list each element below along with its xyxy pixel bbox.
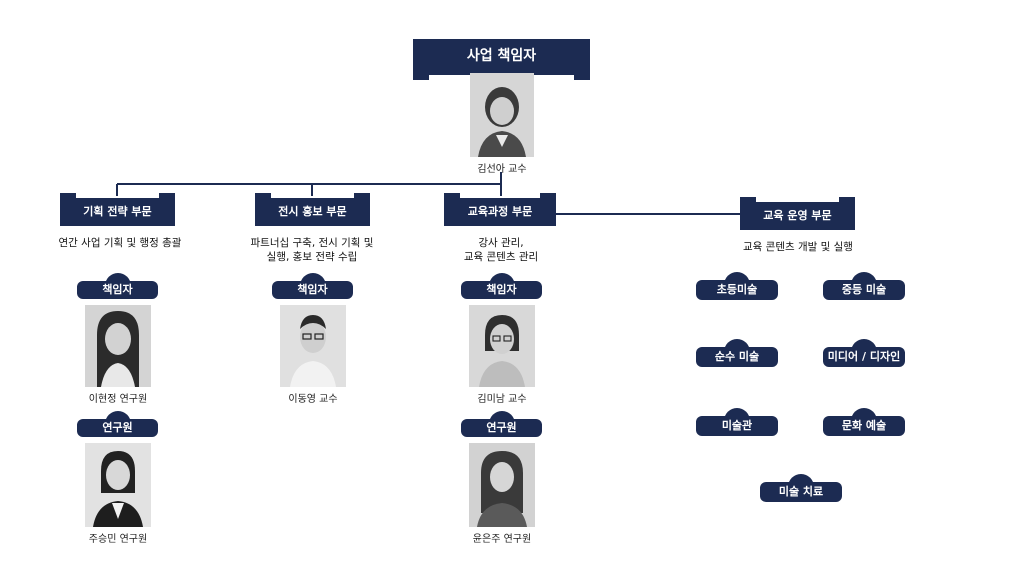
program-museum: 미술관 (696, 408, 778, 436)
dept-exhibition-header: 전시 홍보 부문 (255, 193, 370, 226)
program-media-design: 미디어 / 디자인 (823, 339, 905, 367)
planning-researcher-name: 주승민 연구원 (88, 534, 148, 545)
project-lead-name: 김선아 교수 (477, 164, 527, 175)
dept-curriculum-desc: 강사 관리, 교육 콘텐츠 관리 (463, 237, 539, 263)
dept-exhibition-desc: 파트너십 구축, 전시 기획 및 실행, 홍보 전략 수립 (250, 237, 374, 263)
program-culture-arts: 문화 예술 (823, 408, 905, 436)
curriculum-researcher-photo (469, 443, 535, 527)
project-lead-header: 사업 책임자 (413, 39, 590, 80)
planning-researcher-photo (85, 443, 151, 527)
program-secondary-art: 중등 미술 (823, 272, 905, 300)
program-fine-art: 순수 미술 (696, 339, 778, 367)
role-pill-planning-lead: 책임자 (77, 273, 158, 299)
role-pill-curriculum-researcher: 연구원 (461, 411, 542, 437)
planning-lead-photo (85, 305, 151, 387)
program-art-therapy: 미술 치료 (760, 474, 842, 502)
role-pill-curriculum-lead: 책임자 (461, 273, 542, 299)
dept-operation-header: 교육 운영 부문 (740, 197, 855, 230)
dept-planning-desc: 연간 사업 기획 및 행정 총괄 (58, 237, 182, 249)
dept-operation-desc: 교육 콘텐츠 개발 및 실행 (743, 241, 853, 253)
exhibition-lead-name: 이동영 교수 (288, 394, 338, 405)
role-pill-exhibition-lead: 책임자 (272, 273, 353, 299)
exhibition-lead-photo (280, 305, 346, 387)
curriculum-researcher-name: 윤은주 연구원 (472, 534, 532, 545)
dept-curriculum-header: 교육과정 부문 (444, 193, 556, 226)
planning-lead-name: 이현정 연구원 (88, 394, 148, 405)
dept-planning-header: 기획 전략 부문 (60, 193, 175, 226)
curriculum-lead-name: 김미남 교수 (477, 394, 527, 405)
role-pill-planning-researcher: 연구원 (77, 411, 158, 437)
curriculum-lead-photo (469, 305, 535, 387)
program-elementary-art: 초등미술 (696, 272, 778, 300)
project-lead-photo (470, 73, 534, 157)
